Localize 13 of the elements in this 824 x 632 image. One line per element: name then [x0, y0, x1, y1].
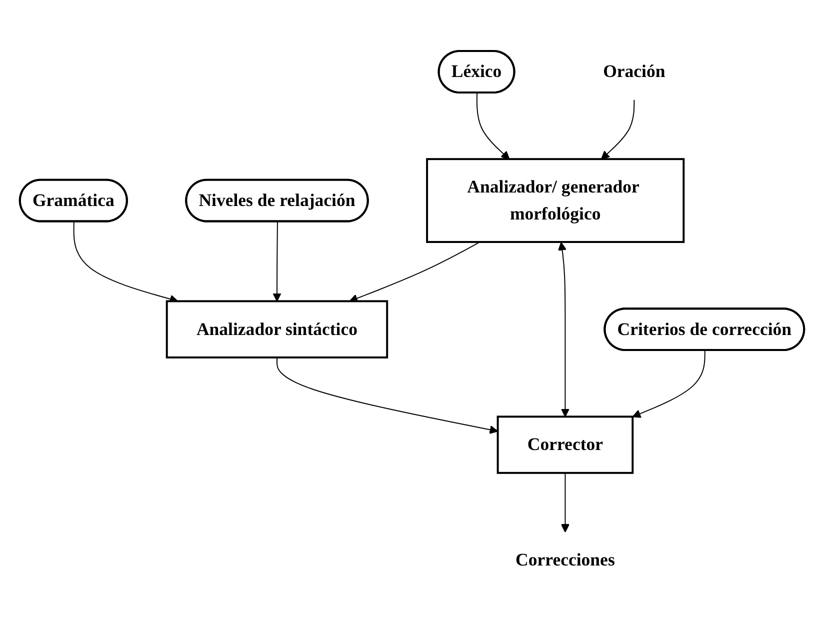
arrow: [558, 242, 570, 418]
arrow: [272, 221, 282, 302]
arrow: [476, 92, 510, 160]
node-box: Analizador/ generador morfológico: [426, 158, 685, 243]
node-text: Correcciones: [516, 550, 615, 570]
arrow: [632, 350, 706, 418]
node-box: Analizador sintáctico: [166, 300, 388, 358]
arrow: [349, 242, 480, 302]
arrow: [600, 99, 635, 160]
arrow: [560, 472, 570, 533]
node-box: Corrector: [496, 416, 634, 474]
arrow: [276, 356, 498, 434]
node-text: Oración: [603, 61, 666, 82]
